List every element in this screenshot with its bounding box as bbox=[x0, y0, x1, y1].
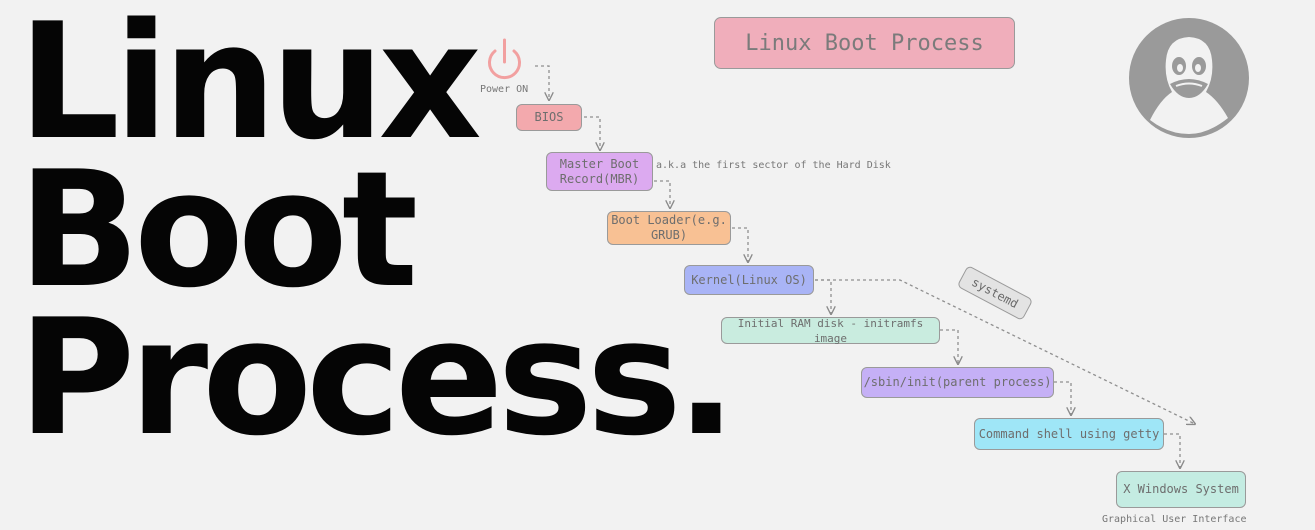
headline: Linux Boot Process. bbox=[18, 0, 737, 471]
step-mbr: Master Boot Record(MBR) bbox=[546, 152, 653, 191]
connector-kernel-systemd bbox=[815, 279, 1195, 424]
connector-mbr-bootloader bbox=[654, 180, 670, 208]
step-initramfs: Initial RAM disk - initramfs image bbox=[721, 316, 940, 345]
step-mbr-label-1: Master Boot bbox=[559, 156, 640, 171]
connector-shell-xwindows bbox=[1164, 433, 1180, 468]
headline-line-1: Linux bbox=[18, 0, 482, 175]
headline-line-3: Process. bbox=[18, 284, 737, 471]
step-mbr-label-2: Record(MBR) bbox=[559, 171, 640, 186]
step-xwindows-label: X Windows System bbox=[1123, 482, 1239, 496]
step-xwindows: X Windows System bbox=[1116, 471, 1246, 508]
step-bios: BIOS bbox=[516, 104, 582, 131]
gui-label: Graphical User Interface bbox=[1102, 514, 1247, 525]
connector-bootloader-kernel bbox=[732, 227, 748, 262]
step-bootloader-label-2: GRUB) bbox=[650, 228, 688, 242]
step-shell-label: Command shell using getty bbox=[978, 426, 1160, 441]
step-init-label: /sbin/init(parent process) bbox=[863, 375, 1052, 389]
diagram-title: Linux Boot Process bbox=[714, 17, 1015, 69]
step-kernel-label: Kernel(Linux OS) bbox=[691, 272, 807, 287]
connector-bios-mbr bbox=[584, 116, 600, 150]
mbr-note: a.k.a the first sector of the Hard Disk bbox=[656, 160, 891, 171]
step-bootloader: Boot Loader(e.g. GRUB) bbox=[607, 211, 731, 245]
step-bootloader-label-1: Boot Loader(e.g. bbox=[611, 213, 727, 227]
step-shell: Command shell using getty bbox=[974, 418, 1164, 450]
connector-power-bios bbox=[535, 65, 549, 100]
connector-initramfs-init bbox=[940, 329, 958, 364]
connector-init-shell bbox=[1054, 381, 1071, 415]
step-initramfs-label: Initial RAM disk - initramfs image bbox=[737, 316, 924, 345]
step-kernel: Kernel(Linux OS) bbox=[684, 265, 814, 295]
power-label: Power ON bbox=[480, 84, 529, 95]
step-init: /sbin/init(parent process) bbox=[861, 367, 1054, 398]
connector-kernel-initramfs bbox=[815, 279, 831, 314]
headline-line-2: Boot bbox=[18, 136, 418, 323]
step-bios-label: BIOS bbox=[534, 110, 564, 124]
